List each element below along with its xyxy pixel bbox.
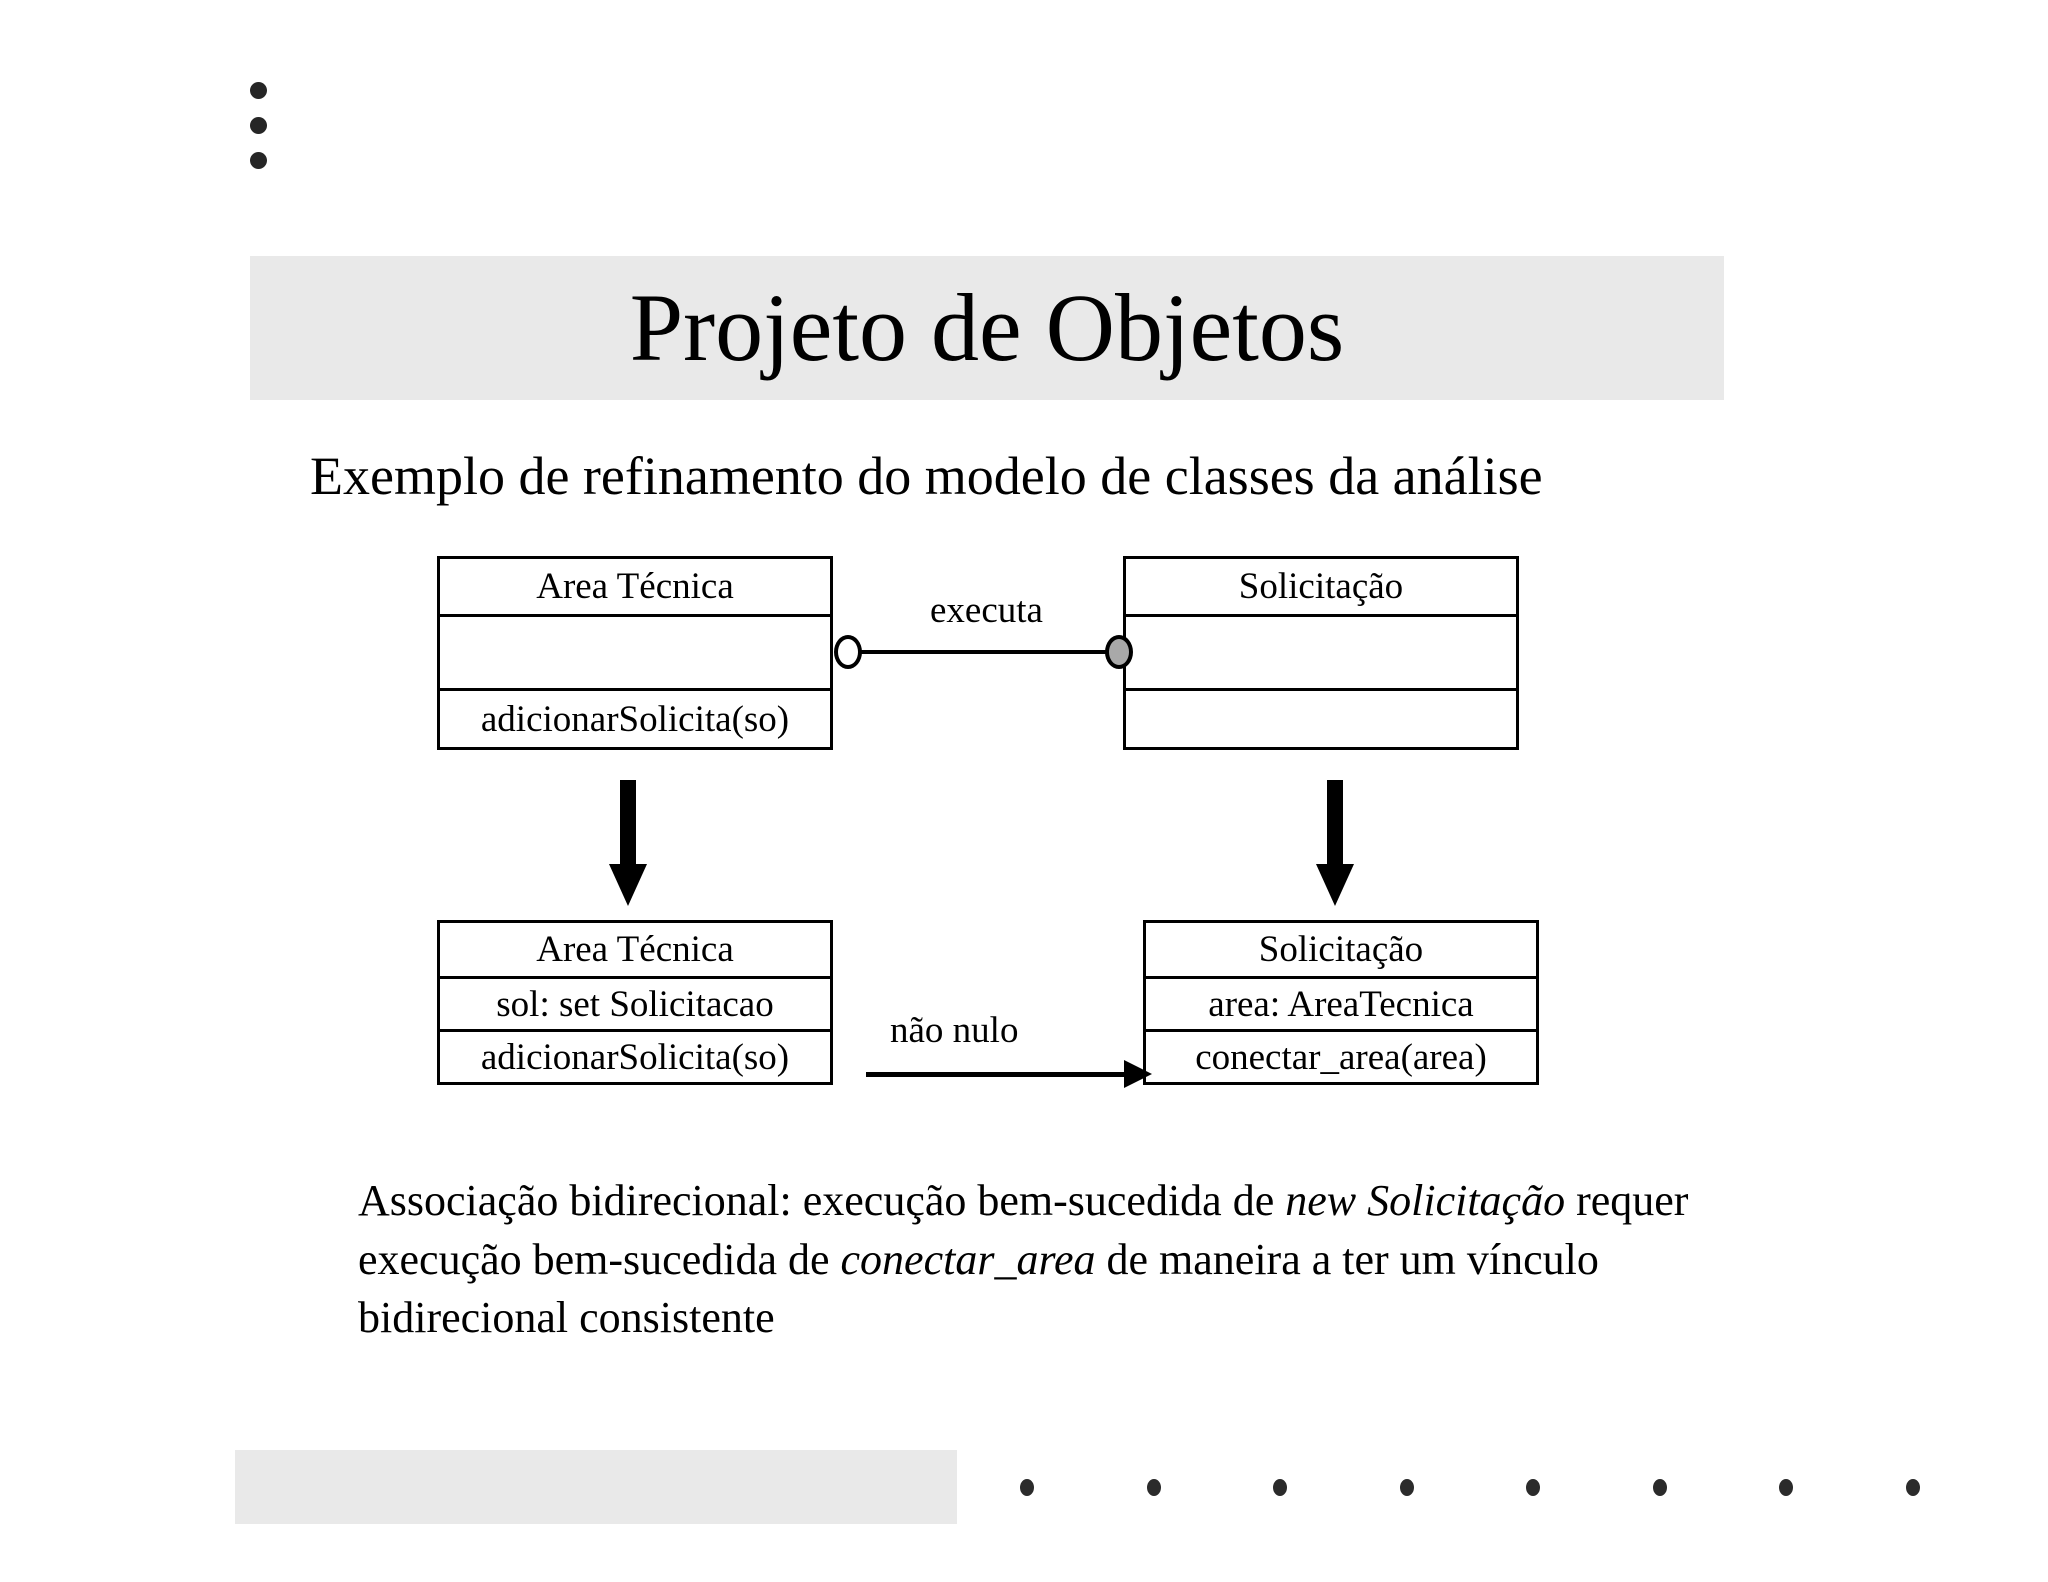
footer-dot xyxy=(1399,1478,1414,1496)
association-end-hollow-circle-icon xyxy=(834,635,862,669)
note-emphasis-conectar-area: conectar_area xyxy=(840,1234,1096,1284)
arrow-head xyxy=(1316,864,1354,906)
association-end-filled-circle-icon xyxy=(1105,635,1133,669)
footer-dot xyxy=(1146,1478,1161,1496)
footer-dot-row xyxy=(1020,1477,1920,1497)
note-text-2: requer execução bem-sucedida de xyxy=(358,1176,1689,1284)
note-text-1: Associação bidirecional: execução bem-su… xyxy=(358,1176,1286,1225)
class-box-design-area-tecnica: Area Técnica sol: set Solicitacao adicio… xyxy=(437,920,833,1085)
class-attributes-compartment: sol: set Solicitacao xyxy=(440,976,830,1029)
note-emphasis-new-solicitacao: new Solicitação xyxy=(1285,1176,1566,1225)
footer-dot xyxy=(1526,1478,1541,1496)
page-title: Projeto de Objetos xyxy=(629,274,1345,381)
title-background-band xyxy=(250,256,1724,400)
footer-dot xyxy=(1779,1478,1794,1496)
note-paragraph: Associação bidirecional: execução bem-su… xyxy=(358,1172,1818,1348)
refinement-arrow-down-icon-right xyxy=(1316,780,1354,908)
dependency-arrow-head-icon xyxy=(1124,1060,1152,1088)
footer-dot xyxy=(1020,1478,1034,1496)
bullet-dot-3 xyxy=(250,152,267,169)
class-operations-compartment: adicionarSolicita(so) xyxy=(440,688,830,747)
footer-bar xyxy=(235,1450,957,1524)
class-operations-compartment xyxy=(1126,688,1516,747)
footer-dot xyxy=(1652,1478,1667,1496)
dependency-label-nao-nulo: não nulo xyxy=(890,1010,1019,1051)
class-name-compartment: Solicitação xyxy=(1258,929,1424,970)
note-text-3: de maneira a ter um vínculo bidirecional… xyxy=(358,1234,1599,1343)
class-operations-compartment: adicionarSolicita(so) xyxy=(440,1029,830,1082)
bullet-dot-2 xyxy=(250,117,267,134)
bullet-dot-1 xyxy=(250,82,267,99)
arrow-shaft xyxy=(620,780,636,872)
top-bullet-list xyxy=(250,82,290,187)
class-operations-compartment: conectar_area(area) xyxy=(1146,1029,1536,1082)
class-box-design-solicitacao: Solicitação area: AreaTecnica conectar_a… xyxy=(1143,920,1539,1085)
class-attributes-compartment: area: AreaTecnica xyxy=(1146,976,1536,1029)
class-attributes-compartment xyxy=(440,614,830,688)
footer-dot xyxy=(1905,1478,1920,1496)
class-name-compartment: Area Técnica xyxy=(536,566,734,607)
arrow-shaft xyxy=(1327,780,1343,872)
association-label-executa: executa xyxy=(930,590,1043,631)
class-name-compartment: Area Técnica xyxy=(536,929,734,970)
refinement-arrow-down-icon-left xyxy=(609,780,647,908)
class-name-compartment: Solicitação xyxy=(1238,566,1404,607)
association-line xyxy=(849,650,1121,654)
arrow-head xyxy=(609,864,647,906)
footer-dot xyxy=(1273,1478,1288,1496)
class-box-analysis-area-tecnica: Area Técnica adicionarSolicita(so) xyxy=(437,556,833,750)
class-attributes-compartment xyxy=(1126,614,1516,688)
slide-subtitle: Exemplo de refinamento do modelo de clas… xyxy=(310,446,1543,506)
dependency-arrow-shaft xyxy=(866,1072,1128,1077)
class-box-analysis-solicitacao: Solicitação xyxy=(1123,556,1519,750)
